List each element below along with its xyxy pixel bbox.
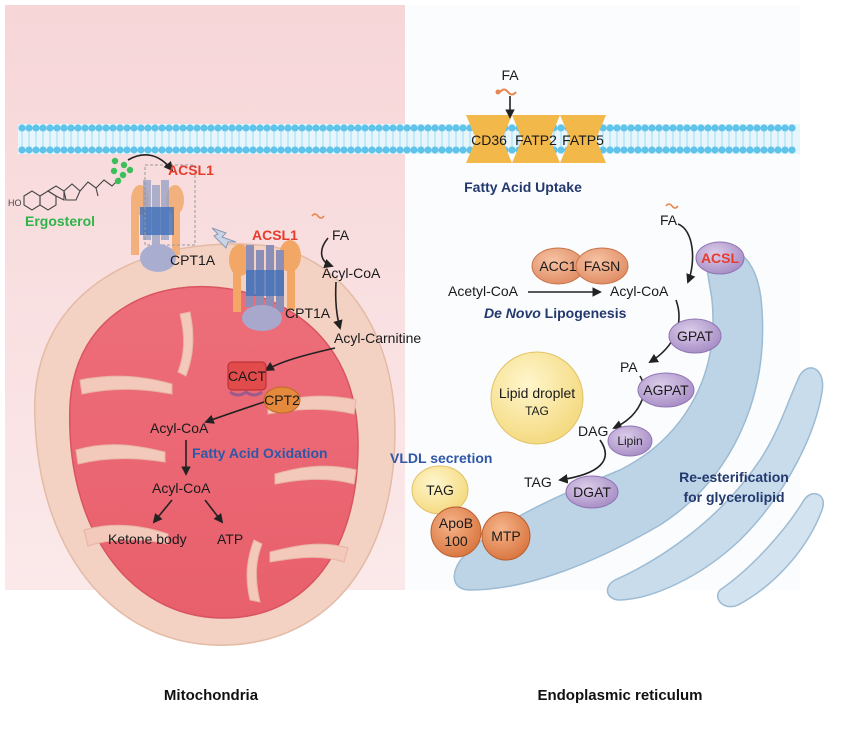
tag-label: TAG <box>524 474 552 490</box>
acyl-coa-right-label: Acyl-CoA <box>610 283 669 299</box>
cpt2-to-acylcoa-arrow <box>204 401 265 424</box>
acsl-enzyme <box>695 241 745 275</box>
agpat-label: AGPAT <box>643 382 689 398</box>
plasma-membrane <box>18 124 800 154</box>
de-novo-lipogenesis-label: De Novo Lipogenesis <box>484 305 627 321</box>
ergosterol-molecules <box>110 157 134 185</box>
lipid-droplet-tag-label: TAG <box>525 404 549 418</box>
fa-to-acylcoa-right-arrow <box>677 223 696 284</box>
carnitine-to-cact-arrow <box>264 347 336 371</box>
mtp-protein <box>481 511 531 561</box>
atp-label: ATP <box>217 531 243 547</box>
acylcoa-top-label: Acyl-CoA <box>322 265 381 281</box>
fa-left-label: FA <box>332 227 350 243</box>
fatty-acid-oxidation-label: Fatty Acid Oxidation <box>192 445 328 461</box>
transporter-fatp5: FATP5 <box>562 132 604 148</box>
vldl-secretion-label: VLDL secretion <box>390 450 492 466</box>
dgat-label: DGAT <box>573 484 611 500</box>
apob-label: ApoB <box>439 515 473 531</box>
endoplasmic-reticulum <box>453 248 825 608</box>
lipin-enzyme <box>607 425 653 457</box>
acylcoa-inner1-label: Acyl-CoA <box>150 420 209 436</box>
cpt2-enzyme <box>263 386 301 414</box>
uptake-fa-label: FA <box>501 67 519 83</box>
apob100-protein <box>430 506 482 558</box>
acsl1-top-label: ACSL1 <box>168 162 214 178</box>
cpt1a-left-label: CPT1A <box>170 252 216 268</box>
fatty-acid-glyph <box>499 88 517 96</box>
acylcoa-to-carnitine-arrow <box>333 281 343 330</box>
glycerolipid-label: for glycerolipid <box>683 489 784 505</box>
apob-100-label: 100 <box>444 533 468 549</box>
acc1-label: ACC1 <box>539 258 577 274</box>
translocation-arrow <box>211 227 237 249</box>
fatty-acid-glyph-left <box>311 213 325 219</box>
svg-text:HO: HO <box>8 198 22 208</box>
fasn-label: FASN <box>584 258 621 274</box>
to-ketone-arrow <box>152 499 173 524</box>
mitochondria-caption: Mitochondria <box>164 687 259 704</box>
cpt2-label: CPT2 <box>264 392 300 408</box>
fasn-enzyme <box>575 247 629 285</box>
vldl-tag-label: TAG <box>426 482 454 498</box>
cpt1a-left-complex <box>131 164 196 272</box>
acetyl-coa-label: Acetyl-CoA <box>448 283 519 299</box>
re-esterification-label: Re-esterification <box>679 469 789 485</box>
fatty-acid-uptake-label: Fatty Acid Uptake <box>464 179 582 195</box>
cact-label: CACT <box>228 368 267 384</box>
er-caption: Endoplasmic reticulum <box>537 687 702 704</box>
transporter-cd36: CD36 <box>471 132 507 148</box>
transporter-fatp2: FATP2 <box>515 132 557 148</box>
lipid-droplet <box>490 351 584 445</box>
fa-right-label: FA <box>660 212 678 228</box>
dgat-enzyme <box>565 475 619 509</box>
cpt1a-right-label: CPT1A <box>285 305 331 321</box>
gpat-enzyme <box>668 318 722 354</box>
dag-to-tag-arrow <box>558 439 606 484</box>
ergosterol-structure: HO <box>8 177 121 211</box>
cpt1a-right-complex <box>229 240 301 331</box>
ergosterol-to-acsl1-arrow <box>127 154 174 172</box>
lipin-label: Lipin <box>617 434 642 448</box>
mtp-label: MTP <box>491 528 521 544</box>
acsl1-mid-label: ACSL1 <box>252 227 298 243</box>
acylcoa-inner2-label: Acyl-CoA <box>152 480 211 496</box>
fatty-acid-transporters: CD36 FATP2 FATP5 <box>466 115 606 163</box>
fa-to-acylcoa-arrow <box>320 237 334 269</box>
agpat-enzyme <box>637 372 695 408</box>
lipid-droplet-label: Lipid droplet <box>499 385 575 401</box>
acyl-carnitine-label: Acyl-Carnitine <box>334 330 421 346</box>
pa-label: PA <box>620 359 638 375</box>
cact-transporter <box>227 361 267 397</box>
ketone-body-label: Ketone body <box>108 531 187 547</box>
ergosterol-label: Ergosterol <box>25 213 95 229</box>
fatty-acid-glyph-right <box>665 203 679 209</box>
to-atp-arrow <box>204 499 224 524</box>
acsl-label: ACSL <box>701 250 740 266</box>
dag-label: DAG <box>578 423 608 439</box>
gpat-label: GPAT <box>677 328 713 344</box>
